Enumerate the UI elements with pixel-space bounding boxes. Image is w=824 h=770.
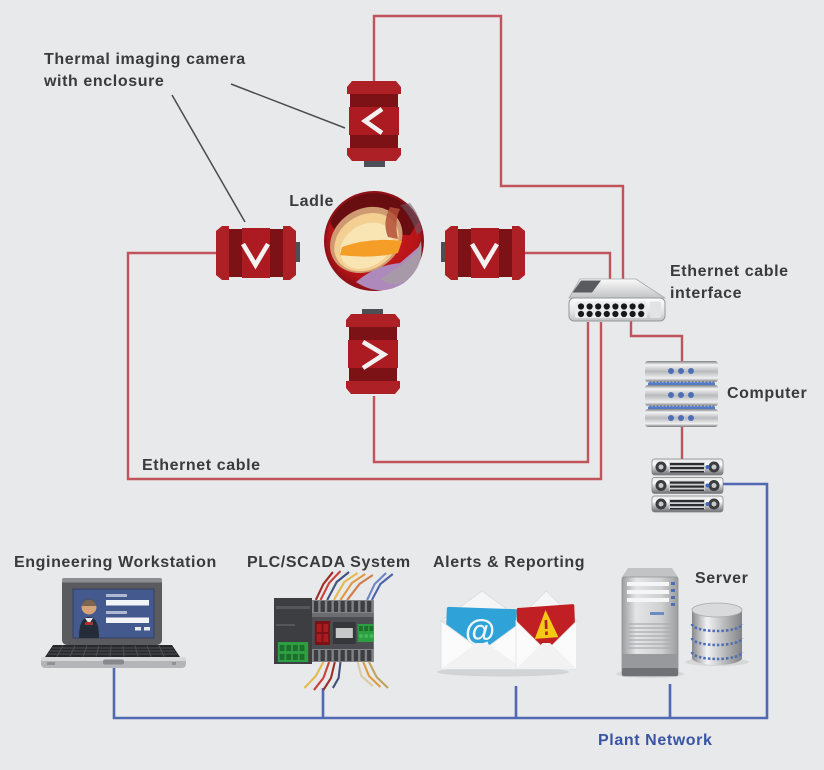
svg-text:Computer: Computer: [727, 385, 807, 402]
svg-text:Ethernet cable: Ethernet cable: [670, 263, 789, 280]
svg-text:Server: Server: [695, 570, 748, 587]
svg-text:Engineering Workstation: Engineering Workstation: [14, 554, 217, 571]
svg-text:Thermal imaging camera: Thermal imaging camera: [44, 51, 246, 68]
svg-text:with enclosure: with enclosure: [43, 73, 164, 90]
svg-text:PLC/SCADA System: PLC/SCADA System: [247, 554, 411, 571]
svg-text:Alerts & Reporting: Alerts & Reporting: [433, 554, 585, 571]
svg-text:Ladle: Ladle: [289, 193, 334, 210]
svg-text:interface: interface: [670, 285, 742, 302]
svg-text:Plant Network: Plant Network: [598, 732, 713, 749]
svg-text:Ethernet cable: Ethernet cable: [142, 457, 261, 474]
